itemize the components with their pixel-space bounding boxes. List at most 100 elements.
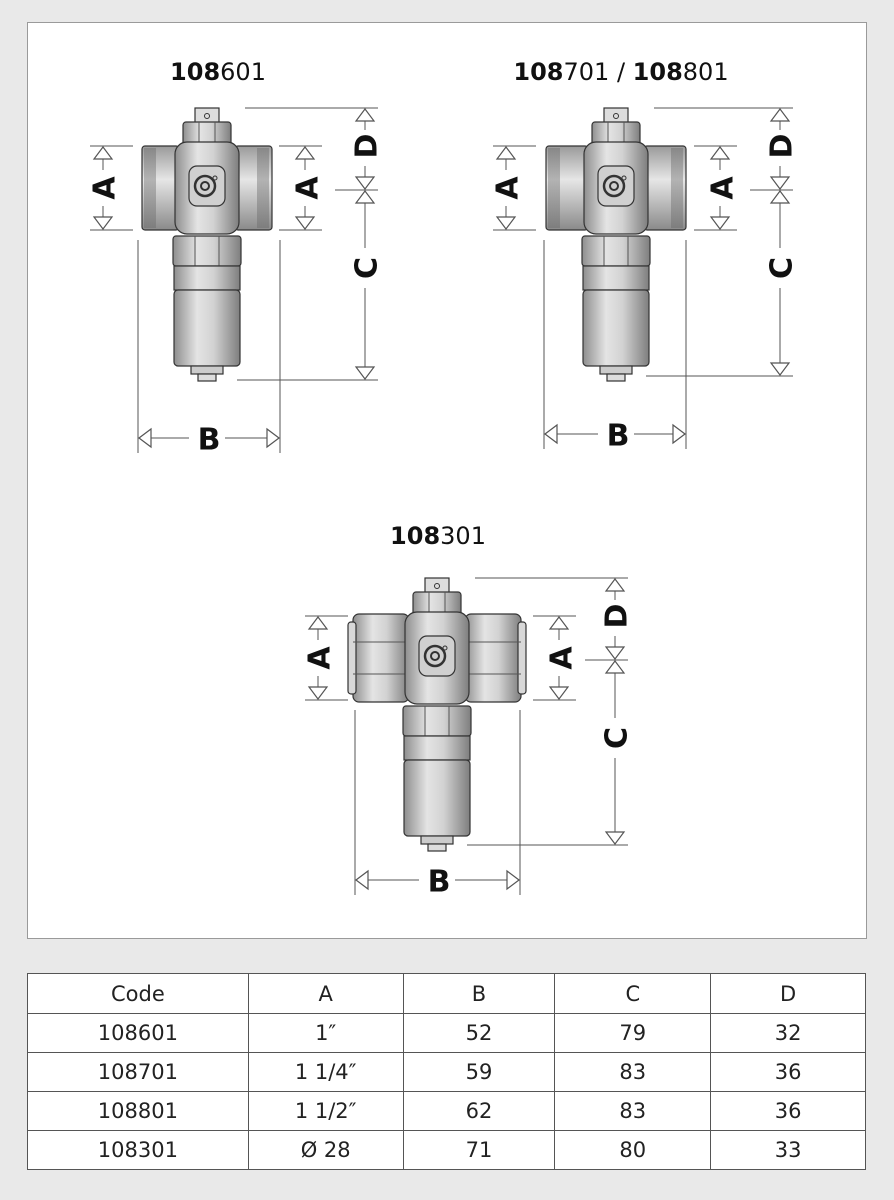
arrowhead-icon (604, 831, 626, 845)
brand-logo-icon (430, 651, 440, 661)
arrowhead-icon (294, 216, 316, 230)
valve-figure (347, 577, 527, 852)
arrowhead-icon (769, 176, 791, 190)
arrowhead-icon (495, 216, 517, 230)
dimension-label: D (600, 604, 635, 629)
cell-a: 1″ (247, 1013, 404, 1053)
threaded-connector (141, 145, 180, 231)
lower-nut (402, 705, 472, 737)
dimension-label: A (303, 646, 338, 670)
arrowhead-icon (506, 869, 520, 891)
header-a: A (247, 973, 404, 1014)
arrowhead-icon (672, 423, 686, 445)
bowl-collar (582, 265, 650, 291)
dimension-label: A (545, 646, 580, 670)
drain-nut (420, 835, 454, 845)
dimension-label: B (607, 419, 630, 454)
arrowhead-icon (92, 146, 114, 160)
brand-logo-icon (193, 174, 217, 198)
brand-logo-icon (423, 644, 447, 668)
header-d: D (710, 973, 866, 1014)
drain-plug (197, 373, 217, 382)
label-gap (598, 416, 634, 452)
cell-c: 79 (554, 1013, 712, 1053)
cell-c: 83 (554, 1052, 712, 1092)
arrowhead-icon (604, 578, 626, 592)
arrowhead-icon (354, 366, 376, 380)
arrowhead-icon (294, 146, 316, 160)
cell-d: 36 (710, 1052, 866, 1092)
dimension-label: A (291, 176, 326, 200)
header-c: C (554, 973, 712, 1014)
arrowhead-icon (92, 216, 114, 230)
filter-bowl (582, 289, 650, 367)
drain-plug (606, 373, 626, 382)
label-gap (490, 170, 522, 206)
dimension-label: B (198, 423, 221, 458)
arrowhead-icon (604, 660, 626, 674)
brand-logo-icon (602, 174, 626, 198)
threaded-connector (545, 145, 589, 231)
cell-code: 108801 (27, 1091, 249, 1131)
pipe-end (517, 621, 527, 695)
arrowhead-icon (548, 616, 570, 630)
pipe-end (347, 621, 357, 695)
arrowhead-icon (266, 427, 280, 449)
arrowhead-icon (307, 616, 329, 630)
figure-title-108701-108801: 108701 / 108801 (513, 58, 729, 86)
arrowhead-icon (354, 108, 376, 122)
dimension-label: C (600, 727, 635, 749)
brand-logo-icon (609, 181, 619, 191)
valve-figure (545, 107, 687, 382)
dimension-label: A (88, 176, 123, 200)
cell-c: 80 (554, 1130, 712, 1170)
dimension-label: A (706, 176, 741, 200)
brand-logo-icon (621, 175, 627, 181)
dimension-label: D (765, 134, 800, 159)
label-gap (706, 170, 738, 206)
filter-bowl (403, 759, 471, 837)
label-gap (291, 170, 323, 206)
lower-nut (172, 235, 242, 267)
compression-nut (464, 613, 522, 703)
cell-d: 36 (710, 1091, 866, 1131)
figure-title-108301: 108301 (390, 522, 486, 550)
dimension-label: C (765, 257, 800, 279)
filter-bowl (173, 289, 241, 367)
cell-d: 33 (710, 1130, 866, 1170)
arrowhead-icon (548, 686, 570, 700)
cell-b: 59 (402, 1052, 556, 1092)
arrowhead-icon (495, 146, 517, 160)
cell-a: 1 1/4″ (247, 1052, 404, 1092)
bowl-collar (403, 735, 471, 761)
dimension-label: D (350, 134, 385, 159)
cell-b: 52 (402, 1013, 556, 1053)
label-gap (764, 130, 796, 166)
label-gap (545, 640, 577, 676)
header-code: Code (27, 973, 249, 1014)
brand-logo-icon (200, 181, 210, 191)
cell-code: 108301 (27, 1130, 249, 1170)
dimension-label: C (350, 257, 385, 279)
brand-logo-icon (212, 175, 218, 181)
compression-nut (352, 613, 410, 703)
drain-nut (599, 365, 633, 375)
cap-hole (613, 113, 619, 119)
label-gap (87, 170, 119, 206)
arrowhead-icon (769, 362, 791, 376)
cell-code: 108601 (27, 1013, 249, 1053)
dimension-label: A (491, 176, 526, 200)
label-gap (189, 420, 225, 456)
lower-nut (581, 235, 651, 267)
threaded-connector (234, 145, 273, 231)
arrowhead-icon (355, 869, 369, 891)
label-gap (599, 600, 631, 636)
cell-a: Ø 28 (247, 1130, 404, 1170)
arrowhead-icon (354, 190, 376, 204)
